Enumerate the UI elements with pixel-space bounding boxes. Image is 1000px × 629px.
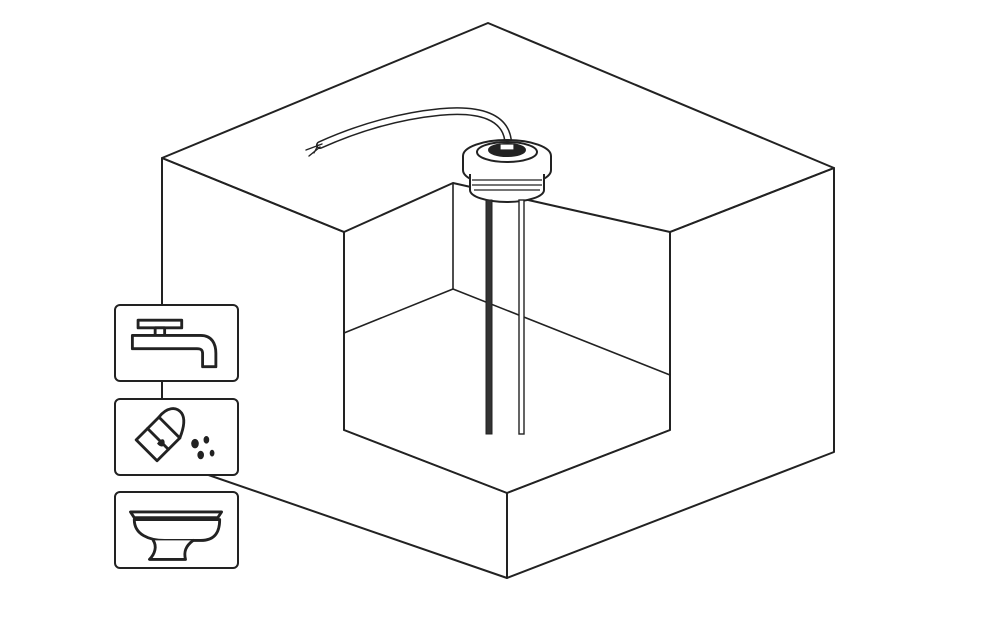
sensor-cable (305, 107, 512, 157)
water-tap-icon (114, 304, 239, 382)
toilet-icon (114, 491, 239, 569)
tank-cutaway-interior (343, 182, 671, 494)
sensor-head (462, 139, 552, 203)
waste-water-bucket-icon (114, 398, 239, 476)
sensor-probe-rods (485, 199, 525, 435)
